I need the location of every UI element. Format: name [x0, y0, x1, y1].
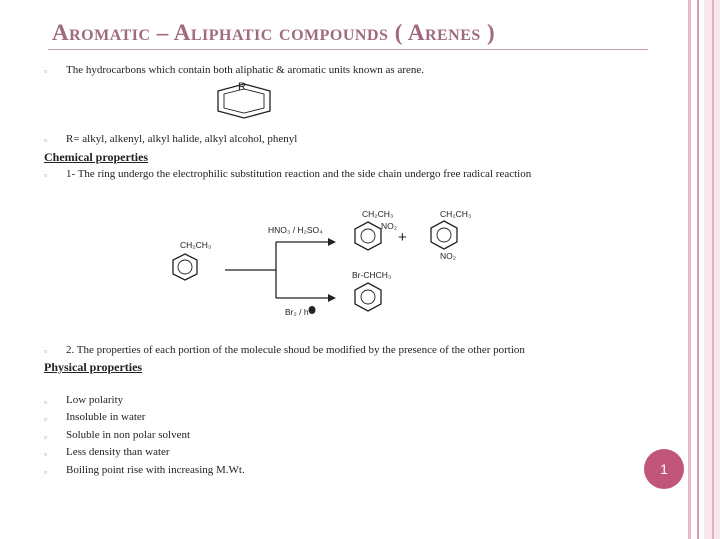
para-product-label: CH₂CH₃: [440, 209, 471, 219]
bullet-icon: ▫: [44, 170, 48, 180]
bullet-icon: ▫: [44, 135, 48, 145]
right-border-stripe: [712, 0, 714, 539]
bromo-product: Br-CHCH₃: [352, 270, 391, 312]
ortho-product-label: CH₂CH₃: [362, 209, 393, 219]
page-number-badge: 1: [644, 449, 684, 489]
bullet-icon: ▫: [44, 397, 48, 407]
chemical-point-2: 2. The properties of each portion of the…: [66, 344, 525, 356]
reaction-arrows: HNO₃ / H₂SO₄ Br₂ / h: [225, 225, 336, 317]
right-border-stripe: [688, 0, 691, 539]
physical-item: Soluble in non polar solvent: [66, 429, 191, 441]
intro-text: The hydrocarbons which contain both alip…: [66, 64, 425, 76]
right-border-stripe: [697, 0, 699, 539]
r-definition: R= alkyl, alkenyl, alkyl halide, alkyl a…: [66, 133, 298, 145]
bullet-icon: ▫: [44, 432, 48, 442]
physical-item: Low polarity: [66, 394, 124, 406]
chemical-point-1: 1- The ring undergo the electrophilic su…: [66, 168, 532, 180]
reactant-label: CH₂CH₃: [180, 240, 211, 250]
para-nitro-product: CH₂CH₃ NO₂: [430, 209, 471, 261]
bromo-product-label: Br-CHCH₃: [352, 270, 391, 280]
bromination-reagent: Br₂ / h: [285, 307, 309, 317]
bullet-icon: ▫: [44, 414, 48, 424]
bullet-icon: ▫: [44, 66, 48, 76]
substituent-label: R: [238, 81, 246, 93]
physical-item: Insoluble in water: [66, 411, 146, 423]
plus-sign: +: [398, 229, 407, 246]
arene-structure: R: [217, 81, 271, 119]
physical-properties-heading: Physical properties: [44, 360, 143, 374]
physical-item: Less density than water: [66, 446, 170, 458]
reactant-structure: CH₂CH₃: [172, 240, 211, 281]
ortho-no2-label: NO₂: [381, 221, 397, 231]
physical-item: Boiling point rise with increasing M.Wt.: [66, 464, 245, 476]
para-no2-label: NO₂: [440, 251, 456, 261]
slide-title: Aromatic – Aliphatic compounds ( Arenes …: [52, 20, 496, 45]
bullet-icon: ▫: [44, 467, 48, 477]
bullet-icon: ▫: [44, 346, 48, 356]
ortho-nitro-product: CH₂CH₃ NO₂: [354, 209, 397, 251]
nitration-reagent: HNO₃ / H₂SO₄: [268, 225, 323, 235]
chemical-properties-heading: Chemical properties: [44, 150, 149, 164]
bullet-icon: ▫: [44, 449, 48, 459]
title-underline: [48, 49, 648, 50]
